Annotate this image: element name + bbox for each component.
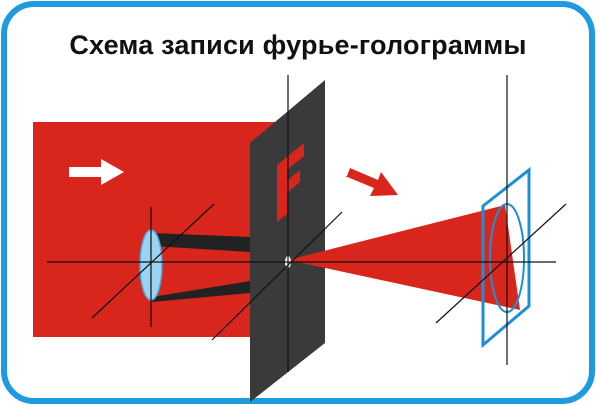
letter-f-icon [277, 143, 304, 222]
input-beam [33, 122, 280, 337]
diverging-beam [288, 205, 520, 310]
mask-diagonal-axis [211, 211, 343, 341]
lens-diagonal-axis [91, 203, 215, 319]
converging-cone-lower [152, 281, 250, 302]
hologram-plate [481, 166, 531, 349]
arrow-diagonal-icon [345, 168, 398, 196]
arrow-right-icon [69, 159, 124, 185]
diagram-title: Схема записи фурье-голограммы [69, 30, 527, 60]
converging-cone-upper [152, 233, 250, 252]
plate-diagonal-axis [435, 203, 567, 324]
